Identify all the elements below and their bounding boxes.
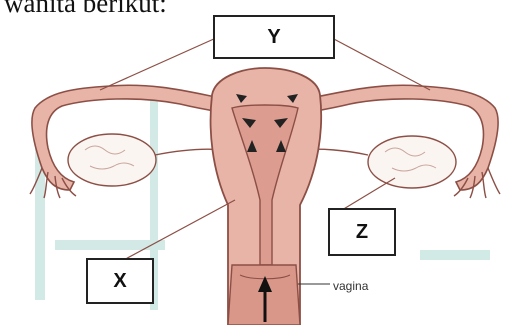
left-ovary: [68, 134, 156, 186]
vagina-label: vagina: [333, 279, 368, 293]
pointer-line-x: [120, 200, 235, 262]
right-ovary: [368, 136, 456, 188]
pointer-line-y-right: [332, 38, 430, 90]
caption-fragment: wanita berikut:: [4, 0, 167, 19]
label-y: Y: [213, 15, 335, 59]
pointer-line-z: [342, 178, 395, 210]
label-z: Z: [328, 208, 396, 256]
label-x: X: [86, 258, 154, 304]
pointer-line-y-left: [100, 38, 216, 90]
